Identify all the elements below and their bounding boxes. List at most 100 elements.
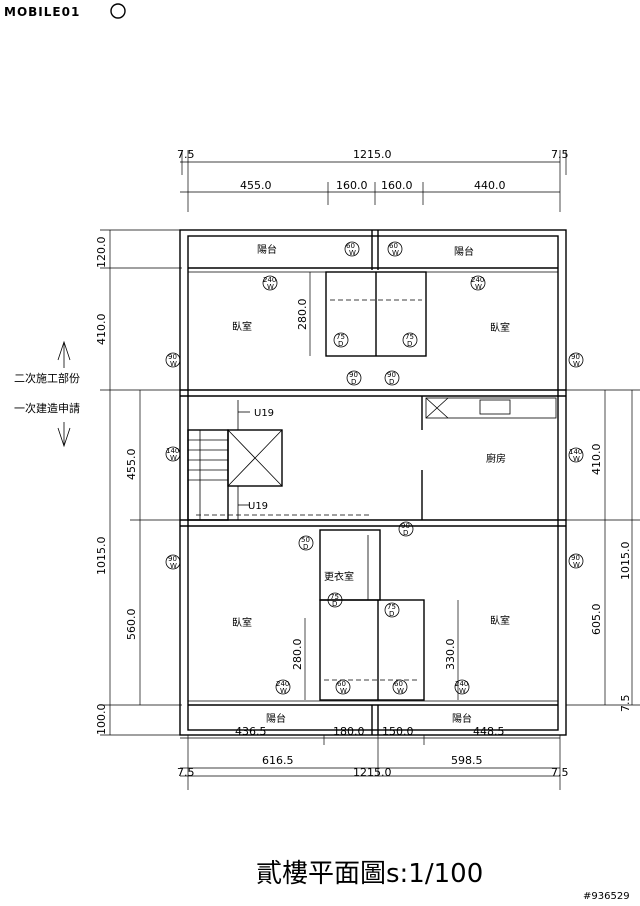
svg-text:75: 75 bbox=[330, 593, 339, 601]
label-bedroom-tl: 臥室 bbox=[232, 320, 252, 333]
svg-text:D: D bbox=[389, 610, 394, 618]
tag-w140-left: 140 W bbox=[165, 446, 181, 462]
dim-bottom-left-edge: 7.5 bbox=[177, 766, 195, 779]
dim-left-upper: 410.0 bbox=[95, 314, 108, 346]
svg-text:50: 50 bbox=[301, 536, 310, 544]
dim-right-total: 1015.0 bbox=[619, 542, 632, 581]
tag-w90-right-bottom: 90 W bbox=[568, 553, 584, 569]
tag-d75-3: 75 D bbox=[327, 592, 343, 608]
dim-left-total: 1015.0 bbox=[95, 537, 108, 576]
svg-text:W: W bbox=[170, 454, 177, 462]
dim-bottom-right-edge: 7.5 bbox=[551, 766, 569, 779]
tag-d90-3: 90 D bbox=[398, 521, 414, 537]
svg-text:60: 60 bbox=[389, 242, 398, 250]
room-labels: 陽台 陽台 臥室 臥室 廚房 更衣室 臥室 臥室 陽台 陽台 U19 U19 bbox=[232, 243, 510, 725]
svg-text:W: W bbox=[459, 687, 466, 695]
dim-top-seg-1: 455.0 bbox=[240, 179, 272, 192]
tag-d75-2: 75 D bbox=[402, 332, 418, 348]
svg-text:W: W bbox=[397, 687, 404, 695]
dim-inner-280-bottom: 280.0 bbox=[291, 639, 304, 671]
dim-top-right-edge: 7.5 bbox=[551, 148, 569, 161]
svg-text:240: 240 bbox=[276, 680, 289, 688]
tag-w60-1: 60 W bbox=[344, 241, 360, 257]
dim-top-left-edge: 7.5 bbox=[177, 148, 195, 161]
svg-text:W: W bbox=[573, 561, 580, 569]
svg-text:W: W bbox=[267, 283, 274, 291]
svg-text:90: 90 bbox=[571, 353, 580, 361]
tag-w240-4: 240 W bbox=[454, 679, 470, 695]
tag-w60-2: 60 W bbox=[387, 241, 403, 257]
tag-w140-right: 140 W bbox=[568, 447, 584, 463]
svg-text:D: D bbox=[303, 543, 308, 551]
svg-text:D: D bbox=[407, 340, 412, 348]
svg-text:W: W bbox=[340, 687, 347, 695]
side-note: 二次施工部份 一次建造申請 bbox=[14, 340, 80, 448]
dim-inner-280-top: 280.0 bbox=[296, 299, 309, 331]
dim-right-upper: 410.0 bbox=[590, 444, 603, 476]
tag-d50: 50 D bbox=[298, 535, 314, 551]
svg-text:60: 60 bbox=[346, 242, 355, 250]
svg-text:140: 140 bbox=[166, 447, 179, 455]
svg-text:W: W bbox=[349, 249, 356, 257]
tag-d75-1: 75 D bbox=[333, 332, 349, 348]
svg-text:90: 90 bbox=[387, 371, 396, 379]
tag-w240-3: 240 W bbox=[275, 679, 291, 695]
dim-left-lower: 560.0 bbox=[125, 609, 138, 641]
label-balcony-br: 陽台 bbox=[452, 712, 472, 725]
svg-text:90: 90 bbox=[168, 353, 177, 361]
svg-text:90: 90 bbox=[571, 554, 580, 562]
tag-w60-3: 60 W bbox=[335, 679, 351, 695]
svg-text:W: W bbox=[573, 455, 580, 463]
label-balcony-tr: 陽台 bbox=[454, 245, 474, 258]
dim-top-seg-2: 160.0 bbox=[336, 179, 368, 192]
logo-text: MOBILE01 bbox=[4, 5, 80, 19]
side-note-line1: 二次施工部份 bbox=[14, 371, 80, 385]
dim-bottom-seg-4: 448.5 bbox=[473, 725, 505, 738]
logo-mark-icon bbox=[110, 3, 126, 19]
svg-text:60: 60 bbox=[337, 680, 346, 688]
label-stair-u19-top: U19 bbox=[254, 408, 274, 419]
svg-text:75: 75 bbox=[405, 333, 414, 341]
svg-text:W: W bbox=[170, 562, 177, 570]
tag-d90-1: 90 D bbox=[346, 370, 362, 386]
label-bedroom-tr: 臥室 bbox=[490, 321, 510, 334]
dim-top-seg-4: 440.0 bbox=[474, 179, 506, 192]
label-stair-u19-bottom: U19 bbox=[248, 501, 268, 512]
dim-bottom-mid-1: 616.5 bbox=[262, 754, 294, 767]
dim-inner-330: 330.0 bbox=[444, 639, 457, 671]
tag-d90-2: 90 D bbox=[384, 370, 400, 386]
top-dimensions: 7.5 1215.0 7.5 455.0 160.0 160.0 440.0 bbox=[177, 148, 569, 212]
svg-text:90: 90 bbox=[168, 555, 177, 563]
svg-text:D: D bbox=[351, 378, 356, 386]
tag-w90-left-bottom: 90 W bbox=[165, 554, 181, 570]
dim-left-mid: 455.0 bbox=[125, 449, 138, 481]
svg-text:75: 75 bbox=[336, 333, 345, 341]
tag-w240-2: 240 W bbox=[470, 275, 486, 291]
svg-text:D: D bbox=[403, 529, 408, 537]
dim-bottom-seg-2: 180.0 bbox=[333, 725, 365, 738]
dim-right-lower: 605.0 bbox=[590, 604, 603, 636]
logo: MOBILE01 bbox=[4, 3, 126, 19]
dim-right-bottom: 7.5 bbox=[619, 695, 632, 713]
label-balcony-tl: 陽台 bbox=[257, 243, 277, 256]
svg-text:90: 90 bbox=[349, 371, 358, 379]
svg-text:W: W bbox=[475, 283, 482, 291]
label-bedroom-bl: 臥室 bbox=[232, 616, 252, 629]
svg-text:W: W bbox=[170, 360, 177, 368]
tag-w90-left-top: 90 W bbox=[165, 352, 181, 368]
svg-text:140: 140 bbox=[569, 448, 582, 456]
svg-text:60: 60 bbox=[394, 680, 403, 688]
svg-text:240: 240 bbox=[471, 276, 484, 284]
dim-bottom-seg-1: 436.5 bbox=[235, 725, 267, 738]
dim-bottom-seg-3: 150.0 bbox=[382, 725, 414, 738]
watermark-id: #936529 bbox=[583, 891, 630, 902]
label-balcony-bl: 陽台 bbox=[266, 712, 286, 725]
svg-text:W: W bbox=[280, 687, 287, 695]
dim-top-total: 1215.0 bbox=[353, 148, 392, 161]
left-dimensions: 120.0 410.0 455.0 1015.0 560.0 100.0 bbox=[95, 229, 182, 736]
walls bbox=[179, 229, 567, 736]
label-bedroom-br: 臥室 bbox=[490, 614, 510, 627]
svg-text:240: 240 bbox=[455, 680, 468, 688]
